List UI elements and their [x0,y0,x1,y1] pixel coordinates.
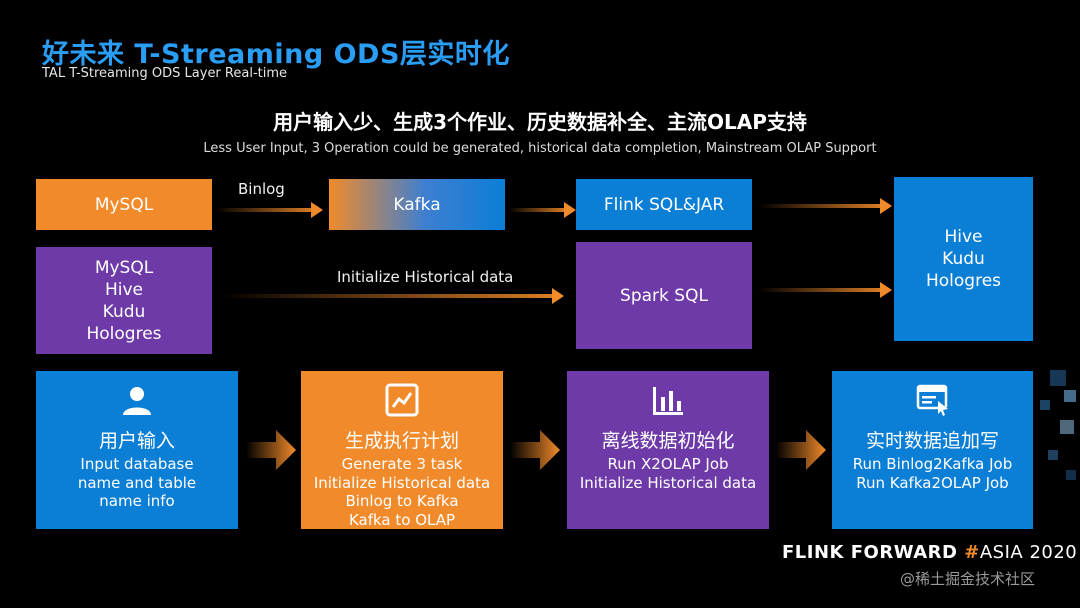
decorative-cubes [1040,370,1076,480]
target-item: Kudu [942,249,985,269]
spark-to-target-arrow [758,282,892,298]
headline-en: Less User Input, 3 Operation could be ge… [203,141,877,156]
source-item: Hologres [86,323,162,344]
kafka-box: Kafka [329,179,505,230]
step-arrow [776,430,826,470]
target-item: Hive [944,227,983,247]
step-line: Run Binlog2Kafka Job [852,455,1013,473]
binlog-arrow [215,202,323,218]
sources-box: MySQL Hive Kudu Hologres [36,247,212,354]
headline-zh: 用户输入少、生成3个作业、历史数据补全、主流OLAP支持 [273,110,807,134]
source-item: Kudu [102,301,146,322]
flink-to-target-arrow [758,198,892,214]
spark-label: Spark SQL [620,285,708,306]
step-line: name and table [77,473,197,492]
page-subtitle: TAL T-Streaming ODS Layer Real-time [42,66,288,81]
step-line: name info [99,492,175,510]
flink-box: Flink SQL&JAR [576,179,752,230]
event-brand: FLINK FORWARD #ASIA 2020 [782,542,1077,563]
spark-box: Spark SQL [576,242,752,349]
brand-hash: # [964,542,980,563]
step-line: Binlog to Kafka [345,492,459,510]
brand-event: ASIA 2020 [979,542,1078,563]
watermark: @稀土掘金技术社区 [900,570,1036,588]
kafka-to-flink-arrow [508,202,576,218]
step-line: Initialize Historical data [579,473,757,492]
source-item: MySQL [94,257,154,278]
brand-name: FLINK FORWARD [782,542,958,563]
user-icon [123,387,151,415]
step-arrow [510,430,560,470]
kafka-label: Kafka [393,194,441,215]
step-title: 生成执行计划 [344,430,459,452]
step-title: 用户输入 [98,430,175,452]
flink-label: Flink SQL&JAR [603,194,725,215]
step-user-input: 用户输入 Input database name and table name … [36,371,238,529]
step-line: Input database [80,455,194,473]
step-line: Run Kafka2OLAP Job [856,473,1009,492]
step-line: Kafka to OLAP [348,510,456,529]
init-arrow [218,288,564,304]
step-line: Generate 3 task [341,455,463,473]
target-item: Hologres [925,271,1002,291]
step-line: Run X2OLAP Job [607,455,729,473]
mysql-label: MySQL [94,194,154,215]
page-title: 好未来 T-Streaming ODS层实时化 [42,39,510,70]
step-title: 离线数据初始化 [601,430,735,452]
step-line: Initialize Historical data [313,473,491,492]
step-realtime-write: 实时数据追加写 Run Binlog2Kafka Job Run Kafka2O… [832,371,1033,529]
mysql-box: MySQL [36,179,212,230]
step-offline-init: 离线数据初始化 Run X2OLAP Job Initialize Histor… [567,371,769,529]
chart-icon [385,383,419,417]
bar-chart-icon [653,387,683,415]
source-item: Hive [104,279,144,300]
step-generate-plan: 生成执行计划 Generate 3 task Initialize Histor… [301,371,503,529]
window-cursor-icon [916,384,948,416]
init-label: Initialize Historical data [337,268,514,286]
binlog-label: Binlog [238,180,285,198]
step-arrow [246,430,296,470]
step-title: 实时数据追加写 [865,430,999,452]
targets-box: Hive Kudu Hologres [894,177,1033,341]
